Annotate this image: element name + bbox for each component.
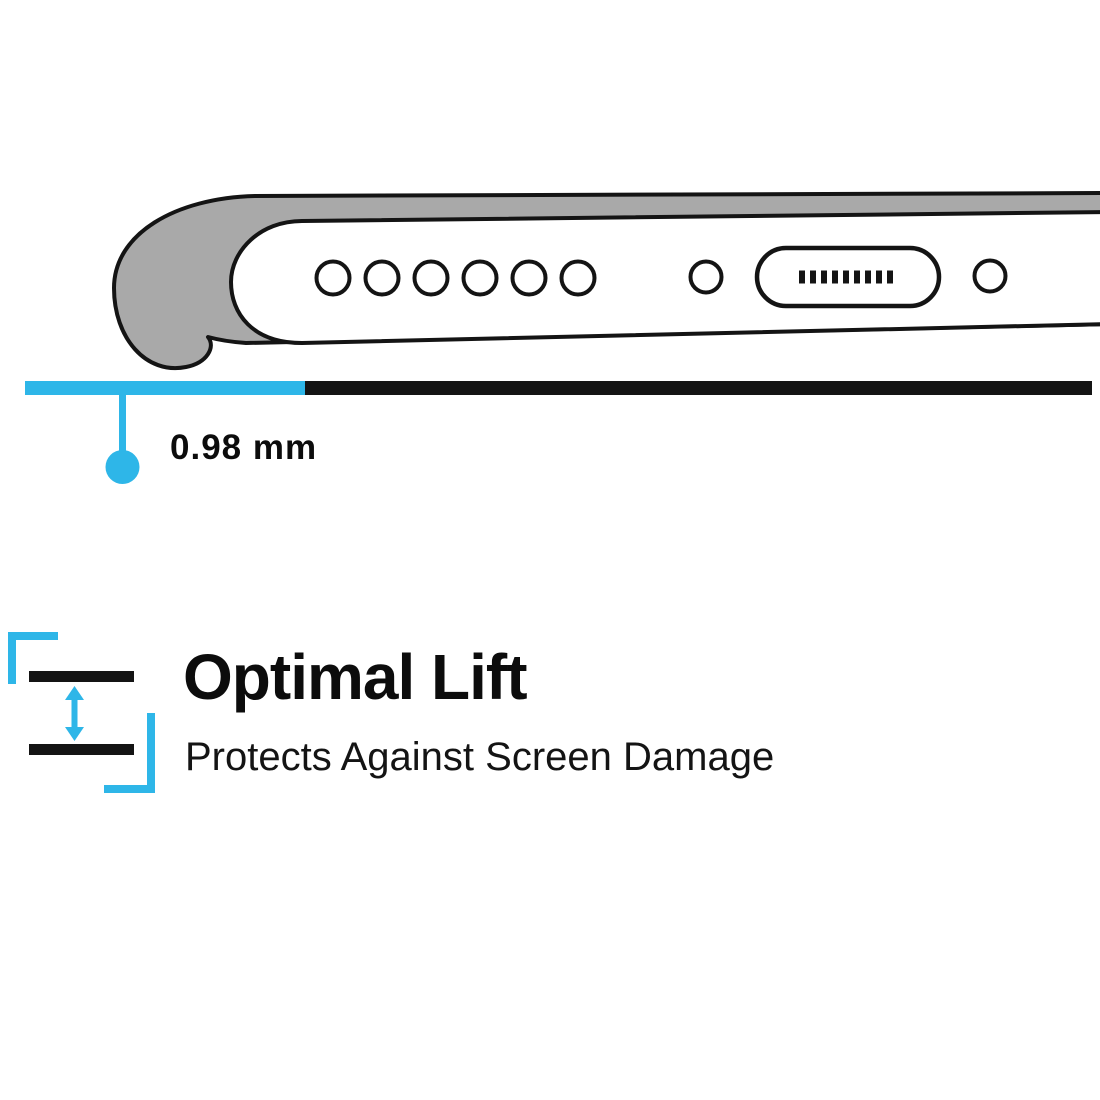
mic-hole-right-icon xyxy=(972,258,1008,294)
phone-body-shape xyxy=(229,210,1100,345)
measurement-indicator xyxy=(25,381,1092,484)
measurement-line-dark-segment xyxy=(305,381,1092,395)
measurement-line-accent-segment xyxy=(25,381,305,395)
bracket-top-left xyxy=(8,632,58,684)
measurement-value-label: 0.98 mm xyxy=(170,428,318,467)
double-arrow-icon xyxy=(65,686,84,741)
charging-port-icon xyxy=(754,245,942,309)
surface-bar-top xyxy=(29,671,134,682)
bracket-bottom-right xyxy=(104,713,155,793)
phone-bottom-edge-illustration xyxy=(112,191,1100,371)
measurement-pointer-dot xyxy=(105,450,140,484)
measurement-pointer-line xyxy=(119,394,126,452)
surface-bar-bottom xyxy=(29,744,134,755)
mic-hole-left-icon xyxy=(688,259,724,295)
feature-subtitle: Protects Against Screen Damage xyxy=(185,735,775,779)
lift-gap-arrow-icon xyxy=(8,632,155,793)
speaker-holes-icon xyxy=(314,259,597,297)
feature-title: Optimal Lift xyxy=(183,641,528,713)
